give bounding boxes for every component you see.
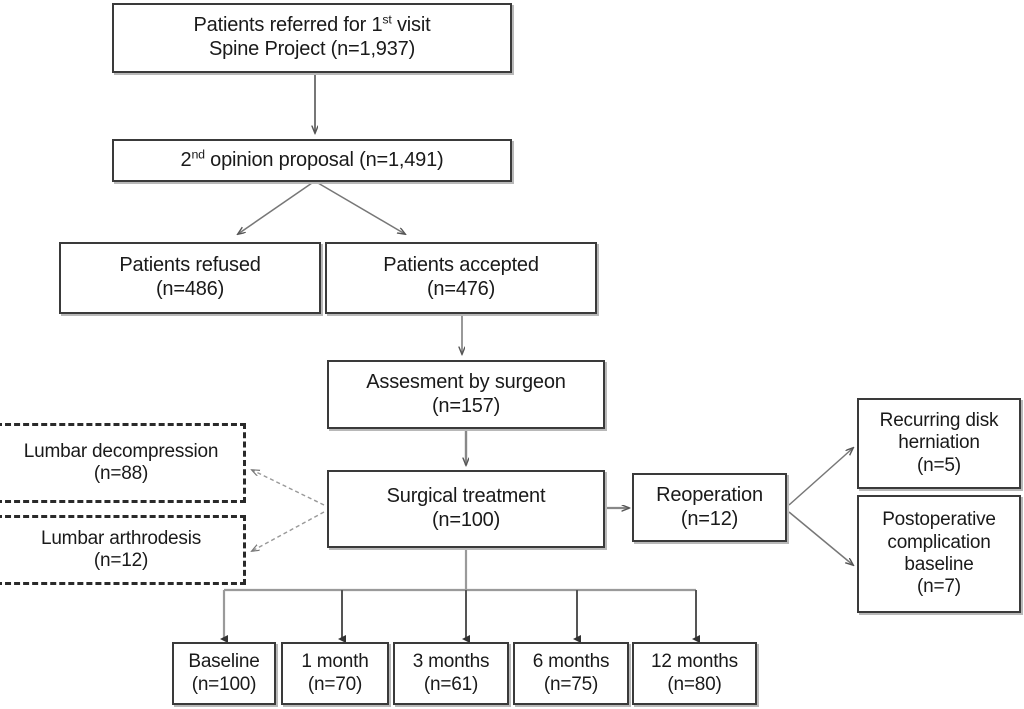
node-surgical-treatment: Surgical treatment (n=100) [327,470,605,548]
node-lumbar-arthrodesis-label: Lumbar arthrodesis [40,527,202,549]
edge-surgical-to-decompression [252,470,325,506]
node-postoperative-complication-line2: complication [887,531,991,553]
node-patients-refused: Patients refused (n=486) [59,242,321,314]
node-patients-refused-label: Patients refused [119,254,261,277]
edge-surgical-to-arthrodesis [252,511,325,551]
node-lumbar-decompression-label: Lumbar decompression [23,440,219,462]
node-lumbar-decompression-count: (n=88) [93,463,149,484]
node-followup-12-months: 12 months (n=80) [632,642,757,705]
node-surgical-treatment-label: Surgical treatment [386,485,546,508]
node-recurring-disk-herniation-line2: herniation [898,432,980,454]
node-patients-referred-line1: Patients referred for 1st visit [193,12,431,37]
node-reoperation-count: (n=12) [680,507,739,530]
node-patients-accepted-label: Patients accepted [383,254,539,277]
node-recurring-disk-herniation-count: (n=5) [917,454,961,476]
node-surgical-treatment-count: (n=100) [431,509,501,531]
node-followup-1-month-count: (n=70) [307,673,363,695]
node-reoperation-label: Reoperation [656,483,763,506]
node-assesment-by-surgeon: Assesment by surgeon (n=157) [327,360,605,429]
node-followup-6-months-label: 6 months [532,651,610,673]
node-reoperation: Reoperation (n=12) [632,473,787,542]
node-followup-1-month: 1 month (n=70) [281,642,389,705]
node-followup-baseline-label: Baseline [188,651,260,673]
node-followup-baseline-count: (n=100) [191,673,257,695]
node-patients-accepted-count: (n=476) [426,278,496,300]
node-postoperative-complication: Postoperative complication baseline (n=7… [857,495,1021,613]
node-followup-6-months: 6 months (n=75) [513,642,629,705]
node-patients-accepted: Patients accepted (n=476) [325,242,597,314]
node-followup-3-months-count: (n=61) [423,673,479,695]
edge-second-opinion-to-refused [238,182,313,234]
node-lumbar-arthrodesis-count: (n=12) [93,550,149,571]
node-followup-3-months-label: 3 months [412,651,490,673]
node-second-opinion-text: 2nd opinion proposal (n=1,491) [180,147,444,171]
node-followup-12-months-count: (n=80) [667,673,722,695]
node-followup-1-month-label: 1 month [301,651,369,673]
node-recurring-disk-herniation-line1: Recurring disk [879,409,999,431]
node-followup-12-months-label: 12 months [651,651,738,673]
node-assesment-label: Assesment by surgeon [366,370,566,393]
ordinal-superscript-st: st [382,12,392,27]
node-postoperative-complication-line3: baseline [904,554,974,575]
node-lumbar-decompression: Lumbar decompression (n=88) [0,423,246,503]
node-assesment-count: (n=157) [431,394,501,417]
node-followup-baseline: Baseline (n=100) [172,642,276,705]
edge-reoperation-to-herniation [788,448,853,506]
node-followup-6-months-count: (n=75) [543,673,599,695]
node-second-opinion-proposal: 2nd opinion proposal (n=1,491) [112,139,512,182]
ordinal-superscript-nd: nd [191,147,205,162]
node-lumbar-arthrodesis: Lumbar arthrodesis (n=12) [0,515,246,585]
node-followup-3-months: 3 months (n=61) [393,642,509,705]
node-patients-referred-line2: Spine Project (n=1,937) [208,38,416,60]
node-patients-referred: Patients referred for 1st visit Spine Pr… [112,3,512,73]
node-recurring-disk-herniation: Recurring disk herniation (n=5) [857,398,1021,489]
node-postoperative-complication-count: (n=7) [917,576,961,598]
edge-reoperation-to-postop [788,511,853,565]
node-postoperative-complication-line1: Postoperative [882,509,996,531]
edge-second-opinion-to-accepted [317,182,405,234]
node-patients-refused-count: (n=486) [155,278,225,300]
